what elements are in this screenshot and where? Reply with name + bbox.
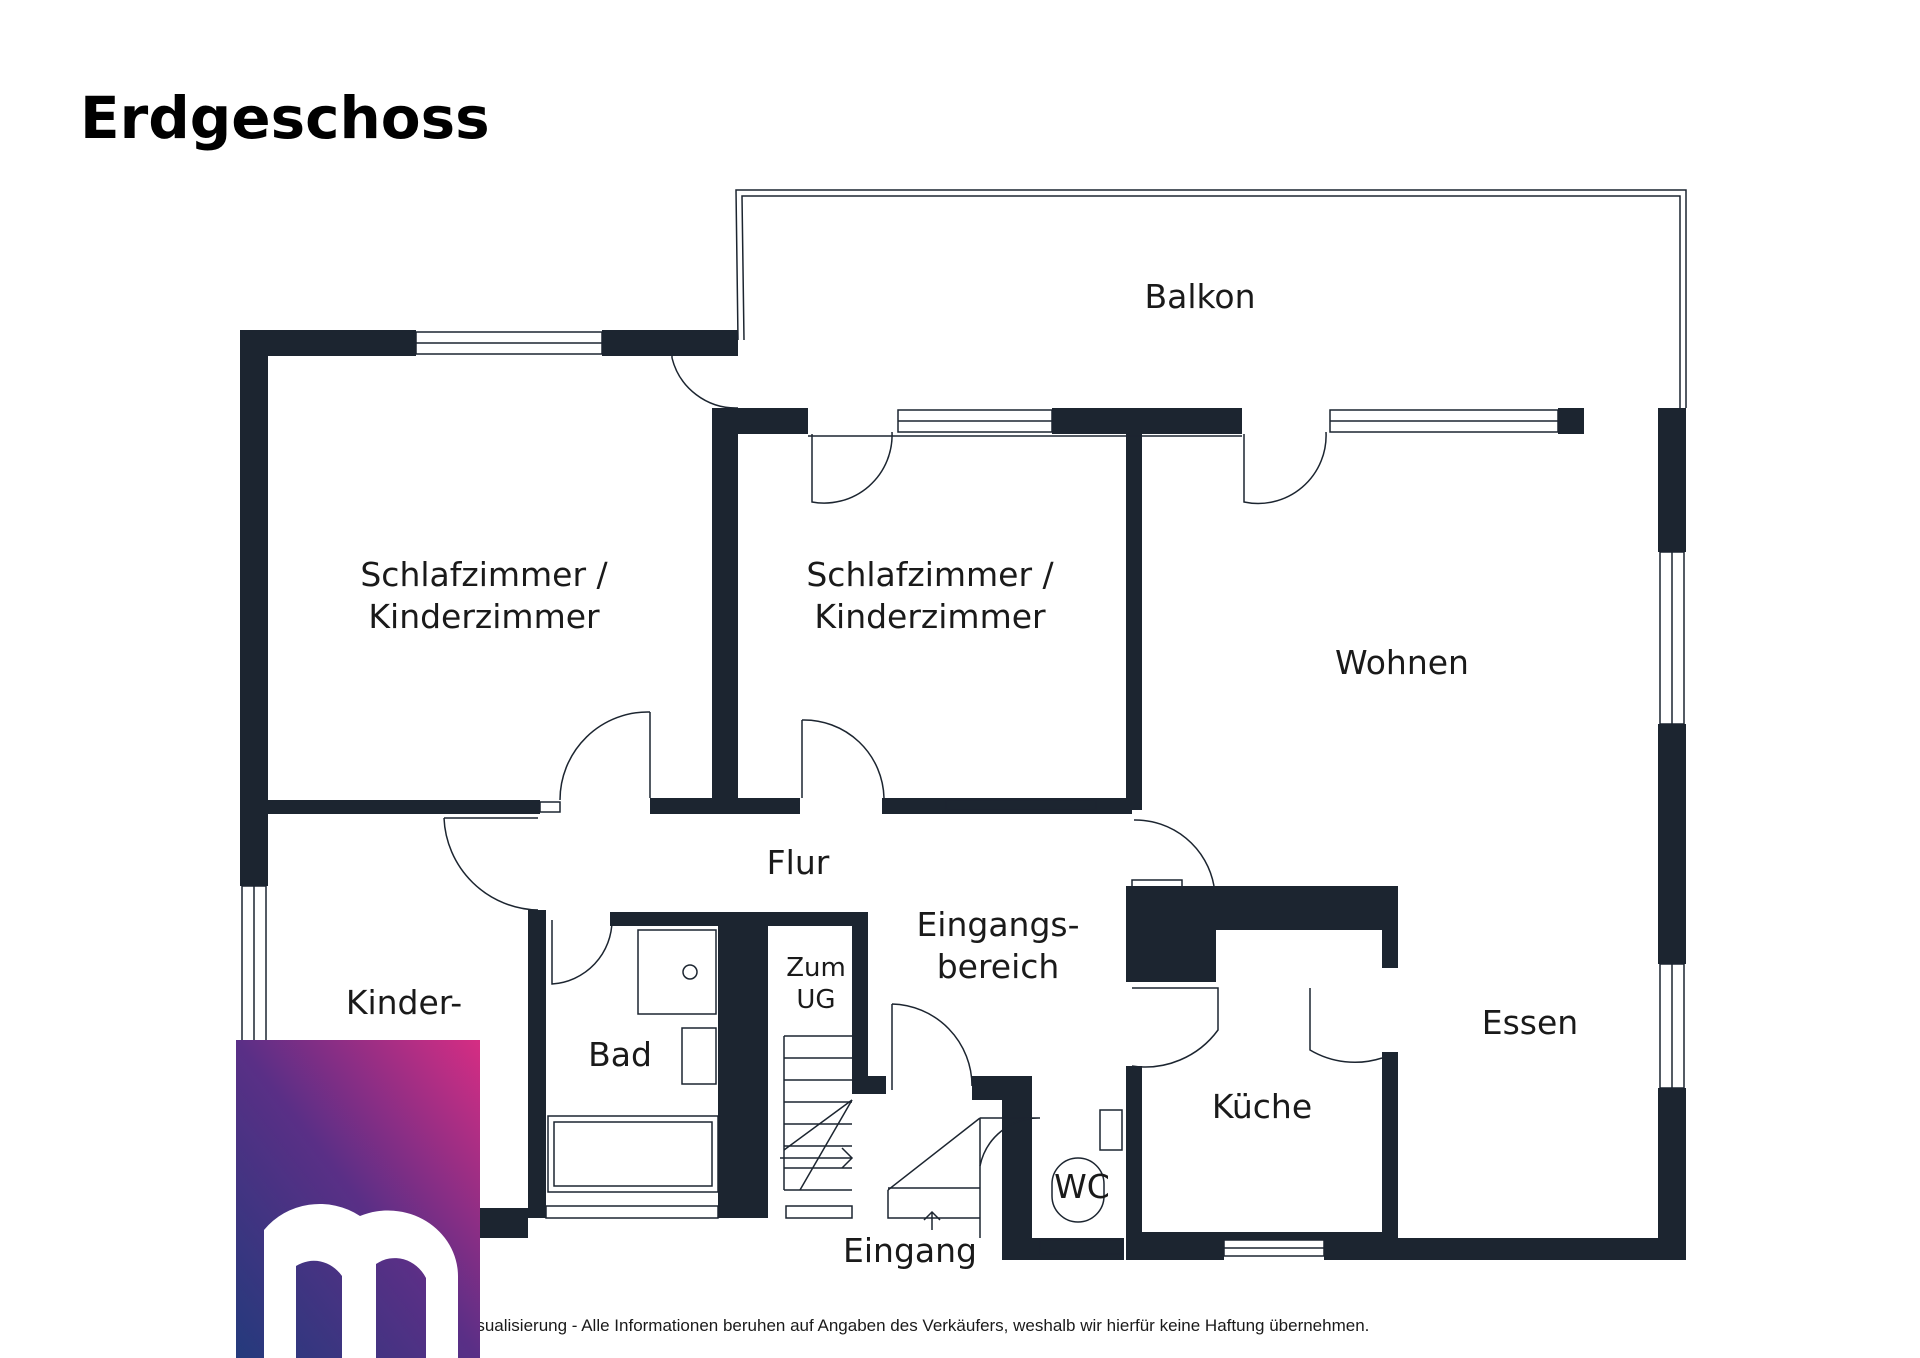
label-kueche: Küche bbox=[1212, 1087, 1312, 1126]
label-zum-ug-a: Zum bbox=[786, 953, 846, 983]
label-wc: WC bbox=[1054, 1167, 1110, 1206]
label-flur: Flur bbox=[767, 843, 830, 882]
logo-m-letter bbox=[264, 1203, 458, 1358]
walls bbox=[240, 330, 1686, 1260]
thin-lines bbox=[241, 189, 1687, 1257]
label-eingang: Eingang bbox=[843, 1231, 977, 1270]
label-schlafzimmer-2a: Schlafzimmer / bbox=[806, 555, 1054, 594]
room-labels: Balkon Schlafzimmer / Kinderzimmer Schla… bbox=[346, 277, 1578, 1270]
label-eingangsbereich-a: Eingangs- bbox=[916, 905, 1079, 944]
label-zum-ug-b: UG bbox=[796, 985, 835, 1015]
label-kinderzimmer-a: Kinder- bbox=[346, 983, 462, 1022]
label-balkon: Balkon bbox=[1144, 277, 1255, 316]
label-schlafzimmer-1b: Kinderzimmer bbox=[368, 597, 600, 636]
floor-title: Erdgeschoss bbox=[80, 84, 490, 152]
stair-lines bbox=[780, 1035, 854, 1191]
label-wohnen: Wohnen bbox=[1335, 643, 1469, 682]
label-schlafzimmer-2b: Kinderzimmer bbox=[814, 597, 1046, 636]
label-essen: Essen bbox=[1482, 1003, 1578, 1042]
label-eingangsbereich-b: bereich bbox=[937, 947, 1060, 986]
disclaimer-text: rbi che Visualisierung - Alle Informatio… bbox=[402, 1316, 1370, 1335]
brand-logo bbox=[236, 1040, 480, 1358]
label-schlafzimmer-1a: Schlafzimmer / bbox=[360, 555, 608, 594]
label-bad: Bad bbox=[588, 1035, 652, 1074]
